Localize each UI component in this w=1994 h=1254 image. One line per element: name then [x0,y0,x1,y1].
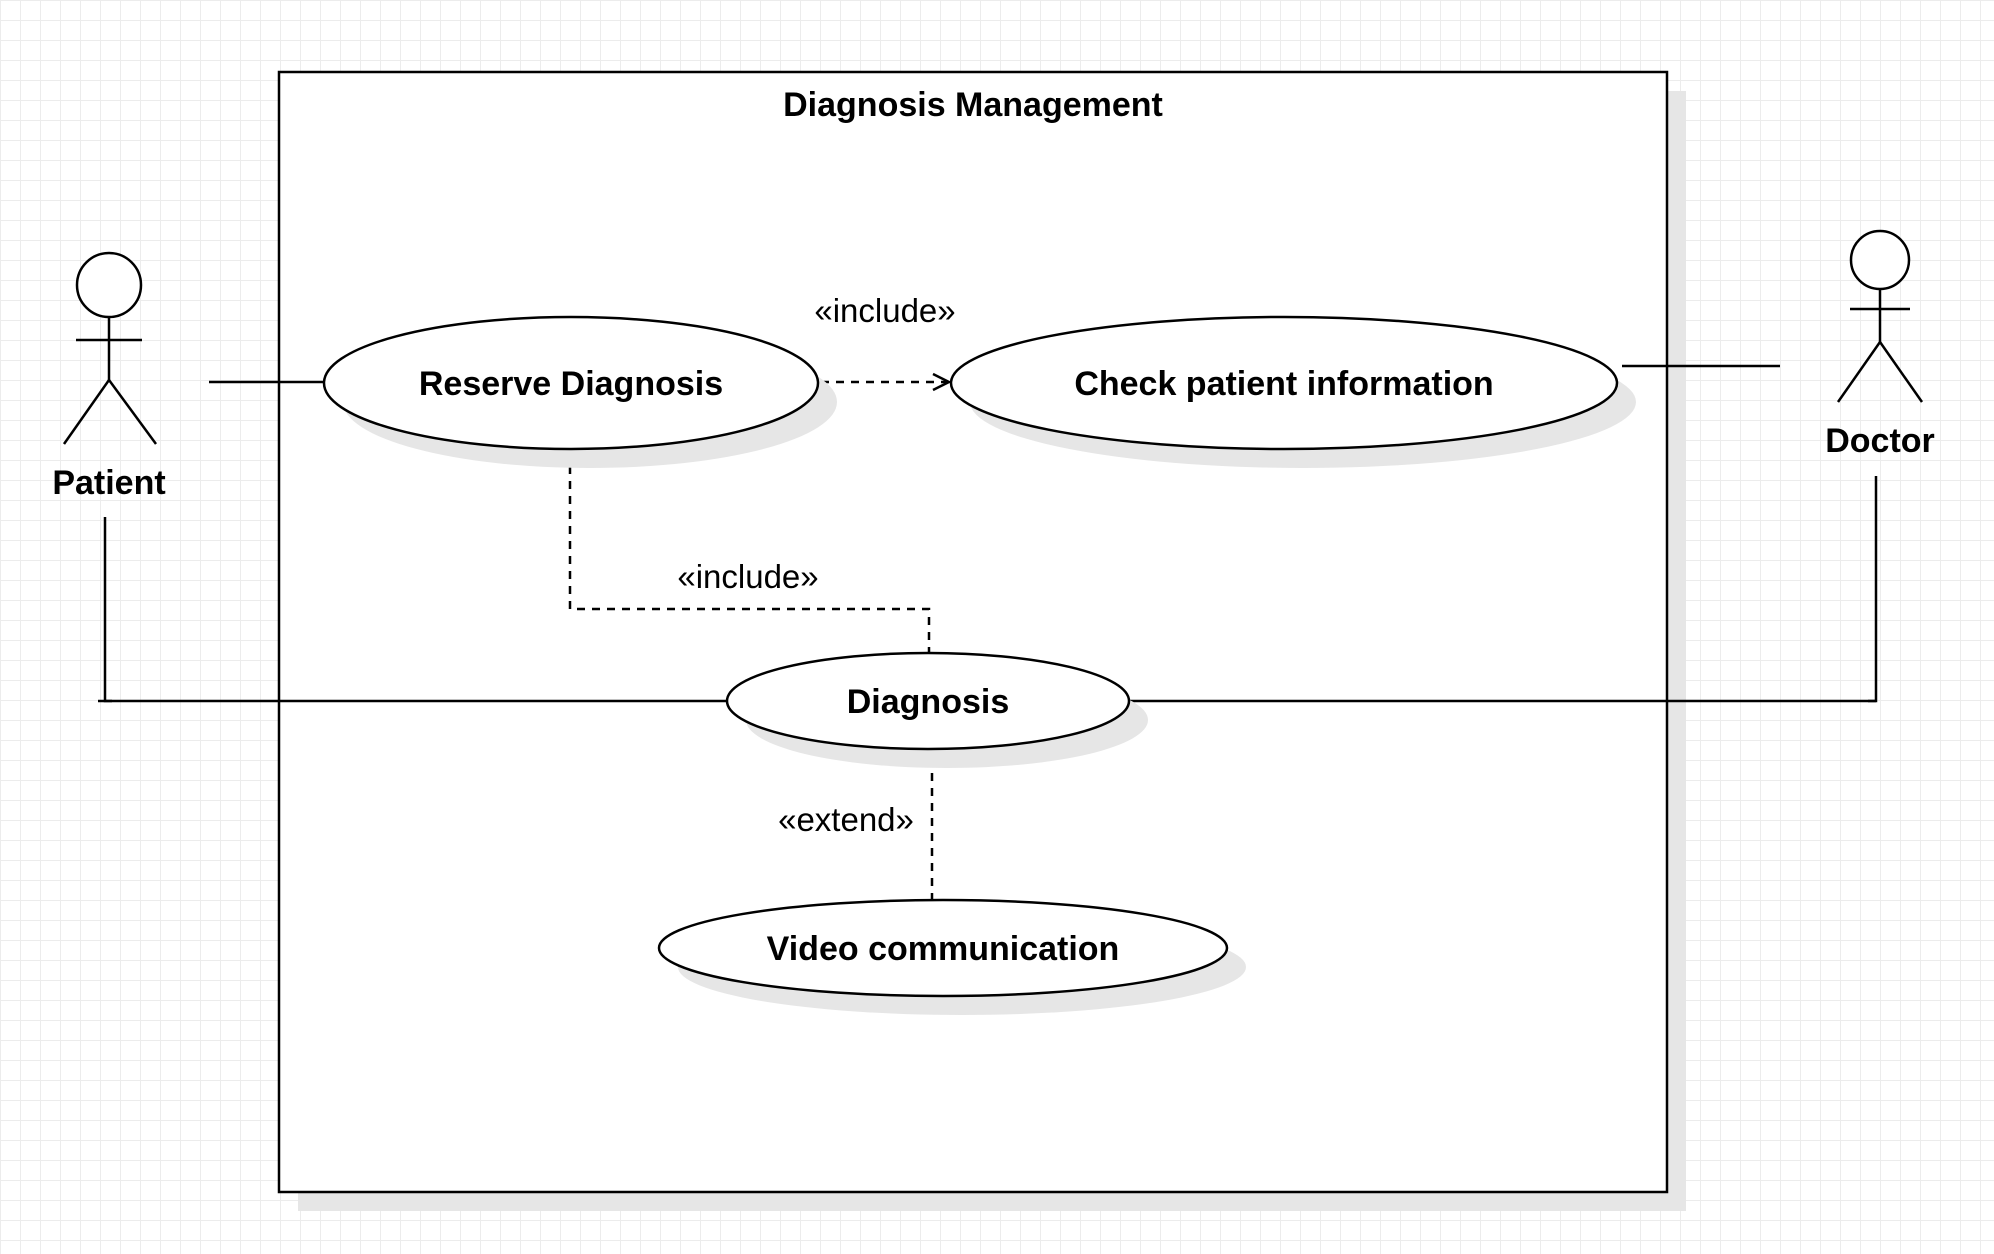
actor-patient[interactable]: Patient [52,251,166,502]
system-boundary-box [277,70,1669,1194]
use-case-ellipse [725,651,1131,751]
use-case-label: Check patient information [1074,365,1493,403]
use-case-ellipse [949,315,1619,451]
system-boundary[interactable]: Diagnosis Management [277,70,1686,1211]
use-case-diagnosis[interactable]: Diagnosis [725,651,1148,768]
associations [98,364,1878,703]
use-case-label: Reserve Diagnosis [419,365,723,403]
stick-figure-icon [1836,229,1924,403]
system-title: Diagnosis Management [783,86,1163,124]
use-case-check-patient-information[interactable]: Check patient information [949,315,1636,468]
include-label-reserve: «include» [677,558,818,595]
use-case-label: Diagnosis [847,683,1009,721]
actor-label: Doctor [1825,422,1935,460]
extend-label-video: «extend» [778,801,914,838]
stick-figure-icon [62,251,158,445]
use-case-reserve-diagnosis[interactable]: Reserve Diagnosis [322,315,837,468]
use-case-ellipse [322,315,820,451]
actor-doctor[interactable]: Doctor [1825,229,1935,460]
include-arrow-reserve[interactable] [570,451,931,655]
use-case-ellipse [657,898,1229,998]
dependencies: «include» «include» «extend» [570,292,956,901]
use-case-label: Video communication [767,930,1120,968]
actor-label: Patient [52,464,165,502]
use-case-video-communication[interactable]: Video communication [657,898,1246,1015]
include-label-check: «include» [814,292,955,329]
